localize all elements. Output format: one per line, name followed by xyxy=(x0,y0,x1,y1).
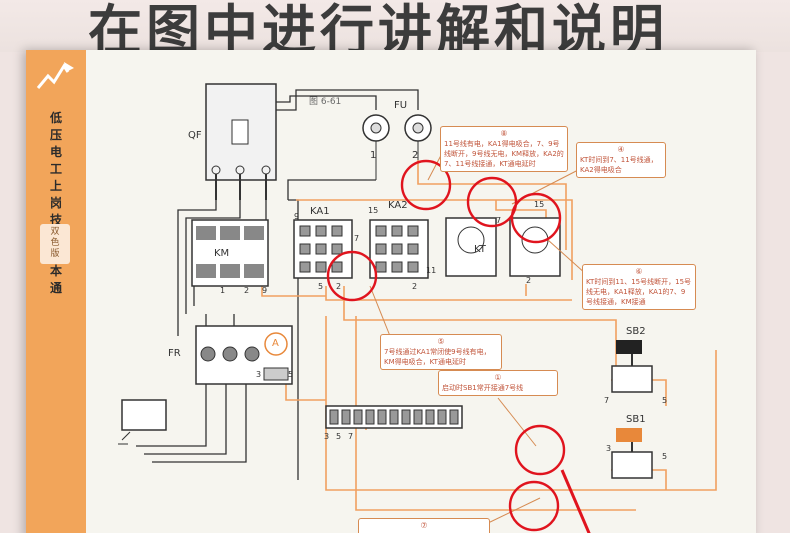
callout-4: ④ KT时间到7、11号线通，KA2得电吸合 xyxy=(576,142,666,178)
km-terminal-2: 2 xyxy=(244,286,250,295)
km-label: KM xyxy=(214,248,230,259)
fr-terminal-5: 5 xyxy=(288,370,294,379)
sb1-terminal-5: 5 xyxy=(662,452,668,461)
kt-terminal-7: 7 xyxy=(496,216,502,225)
banner: 在图中进行讲解和说明 xyxy=(0,0,790,52)
edition-badge-text: 双色版 xyxy=(50,227,60,259)
ka2-terminal-2: 2 xyxy=(412,282,418,291)
ka2-relay xyxy=(369,219,429,279)
kt-terminal-15: 15 xyxy=(534,200,545,209)
kt-label: KT xyxy=(474,244,486,255)
strip-terminal-5: 5 xyxy=(336,432,342,441)
callout-7: ⑦ xyxy=(358,518,490,533)
wiring-diagram xyxy=(118,83,717,533)
book-page: 低压电工上岗技能一本通 双色版 图 6-61 xyxy=(26,50,756,533)
lightning-logo-icon xyxy=(36,62,74,89)
fu-fuses xyxy=(362,114,432,180)
terminal-strip xyxy=(325,405,463,429)
ka2-terminal-15: 15 xyxy=(368,206,379,215)
ka1-terminal-7: 7 xyxy=(354,234,360,243)
callout-5-number: ⑤ xyxy=(437,337,445,346)
callout-8-number: ⑧ xyxy=(500,129,508,138)
callout-8: ⑧ 11号线有电，KA1得电吸合，7、9号线断开，9号线无电，KM释放，KA2的… xyxy=(440,126,568,172)
callout-5-text: 7号线通过KA1常闭使9号线有电，KM得电吸合，KT通电延时 xyxy=(384,348,491,366)
ka2-terminal-11: 11 xyxy=(426,266,437,275)
ka1-relay xyxy=(293,219,353,279)
fr-terminal-3: 3 xyxy=(256,370,262,379)
sb2-label: SB2 xyxy=(626,326,646,337)
figure-caption: 图 6-61 xyxy=(309,97,342,107)
banner-title: 在图中进行讲解和说明 xyxy=(88,0,668,52)
fu-label: FU xyxy=(394,100,408,111)
highlight-circles xyxy=(326,159,591,533)
fr-label: FR xyxy=(168,348,181,359)
callout-6-text: KT时间到11、15号线断开，15号线无电，KA1释放，KA1的7、9号线接通，… xyxy=(586,278,692,306)
sb1-terminal-3: 3 xyxy=(606,444,612,453)
callout-1-number: ① xyxy=(494,373,502,382)
callout-4-text: KT时间到7、11号线通，KA2得电吸合 xyxy=(580,156,658,174)
ka2-label: KA2 xyxy=(388,200,408,211)
ka1-label: KA1 xyxy=(310,206,330,217)
strip-terminal-3: 3 xyxy=(324,432,330,441)
strip-terminal-7: 7 xyxy=(348,432,354,441)
sb1-button xyxy=(611,428,653,479)
sb2-terminal-7: 7 xyxy=(604,396,610,405)
kt-terminal-2: 2 xyxy=(526,276,532,285)
callout-5: ⑤ 7号线通过KA1常闭使9号线有电，KM得电吸合，KT通电延时 xyxy=(380,334,502,370)
callout-6-number: ⑥ xyxy=(635,267,643,276)
fr-thermal-relay xyxy=(195,325,293,385)
callout-4-number: ④ xyxy=(617,145,625,154)
kt-timer xyxy=(445,217,561,277)
callout-6: ⑥ KT时间到11、15号线断开，15号线无电，KA1释放，KA1的7、9号线接… xyxy=(582,264,696,310)
edition-badge: 双色版 xyxy=(40,224,70,264)
sb2-button xyxy=(611,340,653,393)
km-terminal-9: 9 xyxy=(262,286,268,295)
motor xyxy=(118,399,167,445)
sb1-label: SB1 xyxy=(626,414,646,425)
qf-breaker xyxy=(205,83,277,200)
sidebar-strip: 低压电工上岗技能一本通 双色版 xyxy=(26,50,86,533)
fu-terminal-1: 1 xyxy=(370,150,377,161)
km-terminal-1: 1 xyxy=(220,286,226,295)
ka1-terminal-2: 2 xyxy=(336,282,342,291)
callout-1-text: 启动时SB1常开接通7号线 xyxy=(442,384,524,392)
callout-7-number: ⑦ xyxy=(420,521,428,530)
ammeter-label: A xyxy=(272,338,279,349)
ka1-terminal-5: 5 xyxy=(318,282,324,291)
ka1-terminal-9: 9 xyxy=(294,212,300,221)
fu-terminal-2: 2 xyxy=(412,150,419,161)
callout-1: ① 启动时SB1常开接通7号线 xyxy=(438,370,558,396)
callout-8-text: 11号线有电，KA1得电吸合，7、9号线断开，9号线无电，KM释放，KA2的7、… xyxy=(444,140,564,168)
sb2-terminal-5: 5 xyxy=(662,396,668,405)
km-contactor xyxy=(191,219,269,287)
qf-label: QF xyxy=(188,130,202,141)
